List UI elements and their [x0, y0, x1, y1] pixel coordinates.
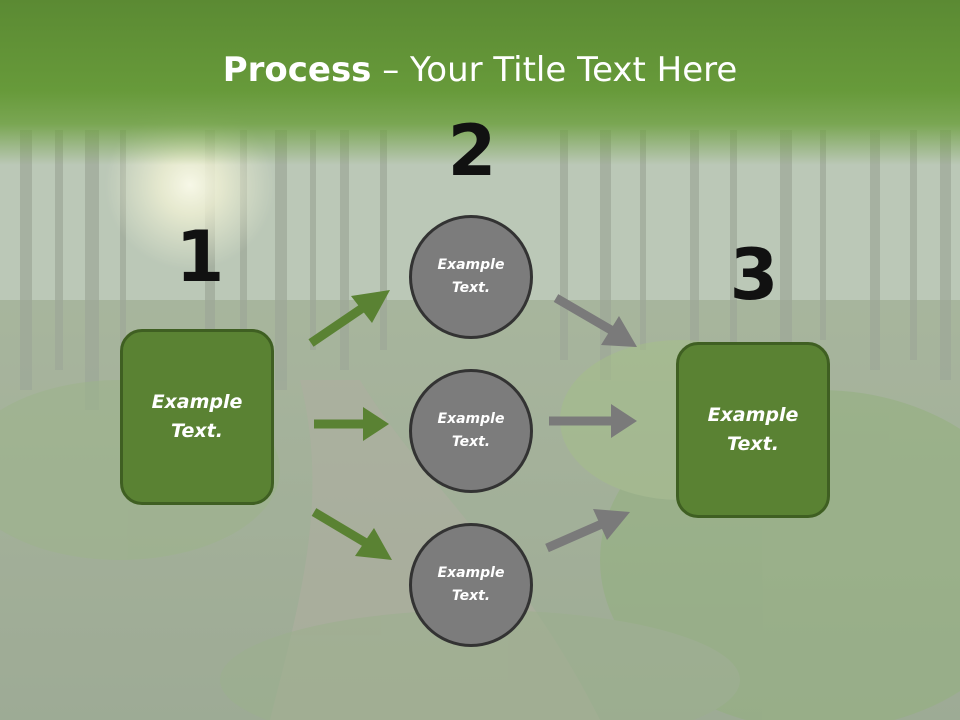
title-bold: Process — [222, 50, 372, 90]
top-circle-text: Example Text. — [437, 257, 505, 296]
left-process-box: Example Text. — [120, 329, 274, 505]
bottom-circle-text: Example Text. — [437, 565, 505, 604]
title-bar — [0, 0, 960, 165]
arrow-top-to-right — [553, 294, 637, 347]
bottom-process-circle: Example Text. — [409, 523, 533, 647]
arrow-left-to-bottom — [311, 508, 392, 560]
right-box-text: Example Text. — [707, 404, 799, 455]
step-number-2: 2 — [447, 110, 497, 192]
title-rest: – Your Title Text Here — [371, 50, 738, 90]
middle-circle-text: Example Text. — [437, 411, 505, 450]
middle-process-circle: Example Text. — [409, 369, 533, 493]
arrow-bottom-to-right — [545, 509, 630, 553]
slide-title: Process – Your Title Text Here — [0, 50, 960, 90]
arrow-left-to-top — [308, 290, 390, 347]
step-number-1: 1 — [175, 216, 225, 298]
arrow-left-to-middle — [314, 407, 389, 441]
top-process-circle: Example Text. — [409, 215, 533, 339]
left-box-text: Example Text. — [151, 391, 243, 442]
step-number-3: 3 — [729, 234, 779, 316]
right-process-box: Example Text. — [676, 342, 830, 518]
arrow-middle-to-right — [549, 404, 637, 438]
